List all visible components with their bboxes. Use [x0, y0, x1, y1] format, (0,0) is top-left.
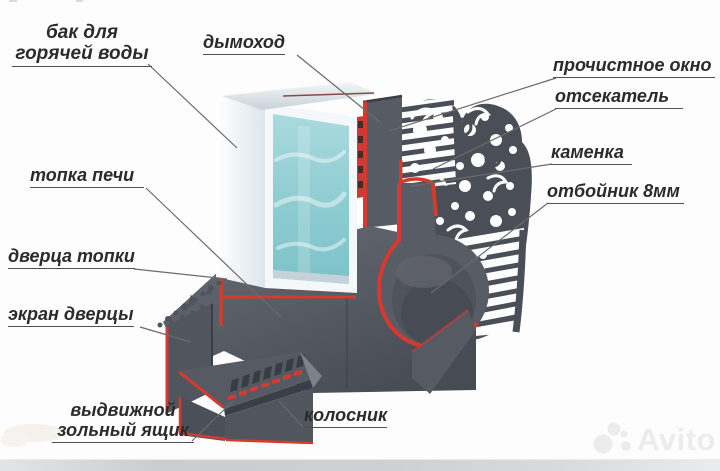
label-ash-box: выдвижной зольный ящик: [52, 400, 194, 443]
label-firebox-door: дверца топки: [8, 246, 135, 269]
grate-slots: [228, 354, 305, 400]
avito-brand-text: Avito: [637, 422, 716, 457]
front-crest: [157, 280, 222, 328]
ash-box-assembly: [178, 352, 322, 445]
label-grate: колосник: [304, 405, 388, 428]
label-baffle-8mm: отбойник 8мм: [547, 181, 684, 204]
label-firebox: топка печи: [30, 165, 145, 188]
label-chimney: дымоход: [203, 32, 286, 55]
bottom-plate: [411, 309, 476, 394]
chimney-shape: [362, 94, 403, 228]
label-cutoff: отсекатель: [555, 86, 684, 109]
top-edge-artifact: [76, 0, 83, 2]
water-tank: [216, 82, 377, 293]
label-cleanout-window: прочистное окно: [553, 55, 716, 78]
label-stone-heater: каменка: [551, 142, 632, 165]
leader-lines: [133, 54, 557, 442]
bottom-edge-strip: [0, 459, 720, 471]
avito-watermark: Avito: [591, 420, 716, 460]
water-cutaway: [273, 114, 349, 284]
top-edge-artifact: [9, 0, 17, 2]
avito-logo-icon: [593, 422, 632, 454]
label-hot-water-tank: бак для горячей воды: [12, 22, 152, 67]
label-door-screen: экран дверцы: [8, 304, 134, 327]
faint-watermark: [0, 424, 64, 447]
